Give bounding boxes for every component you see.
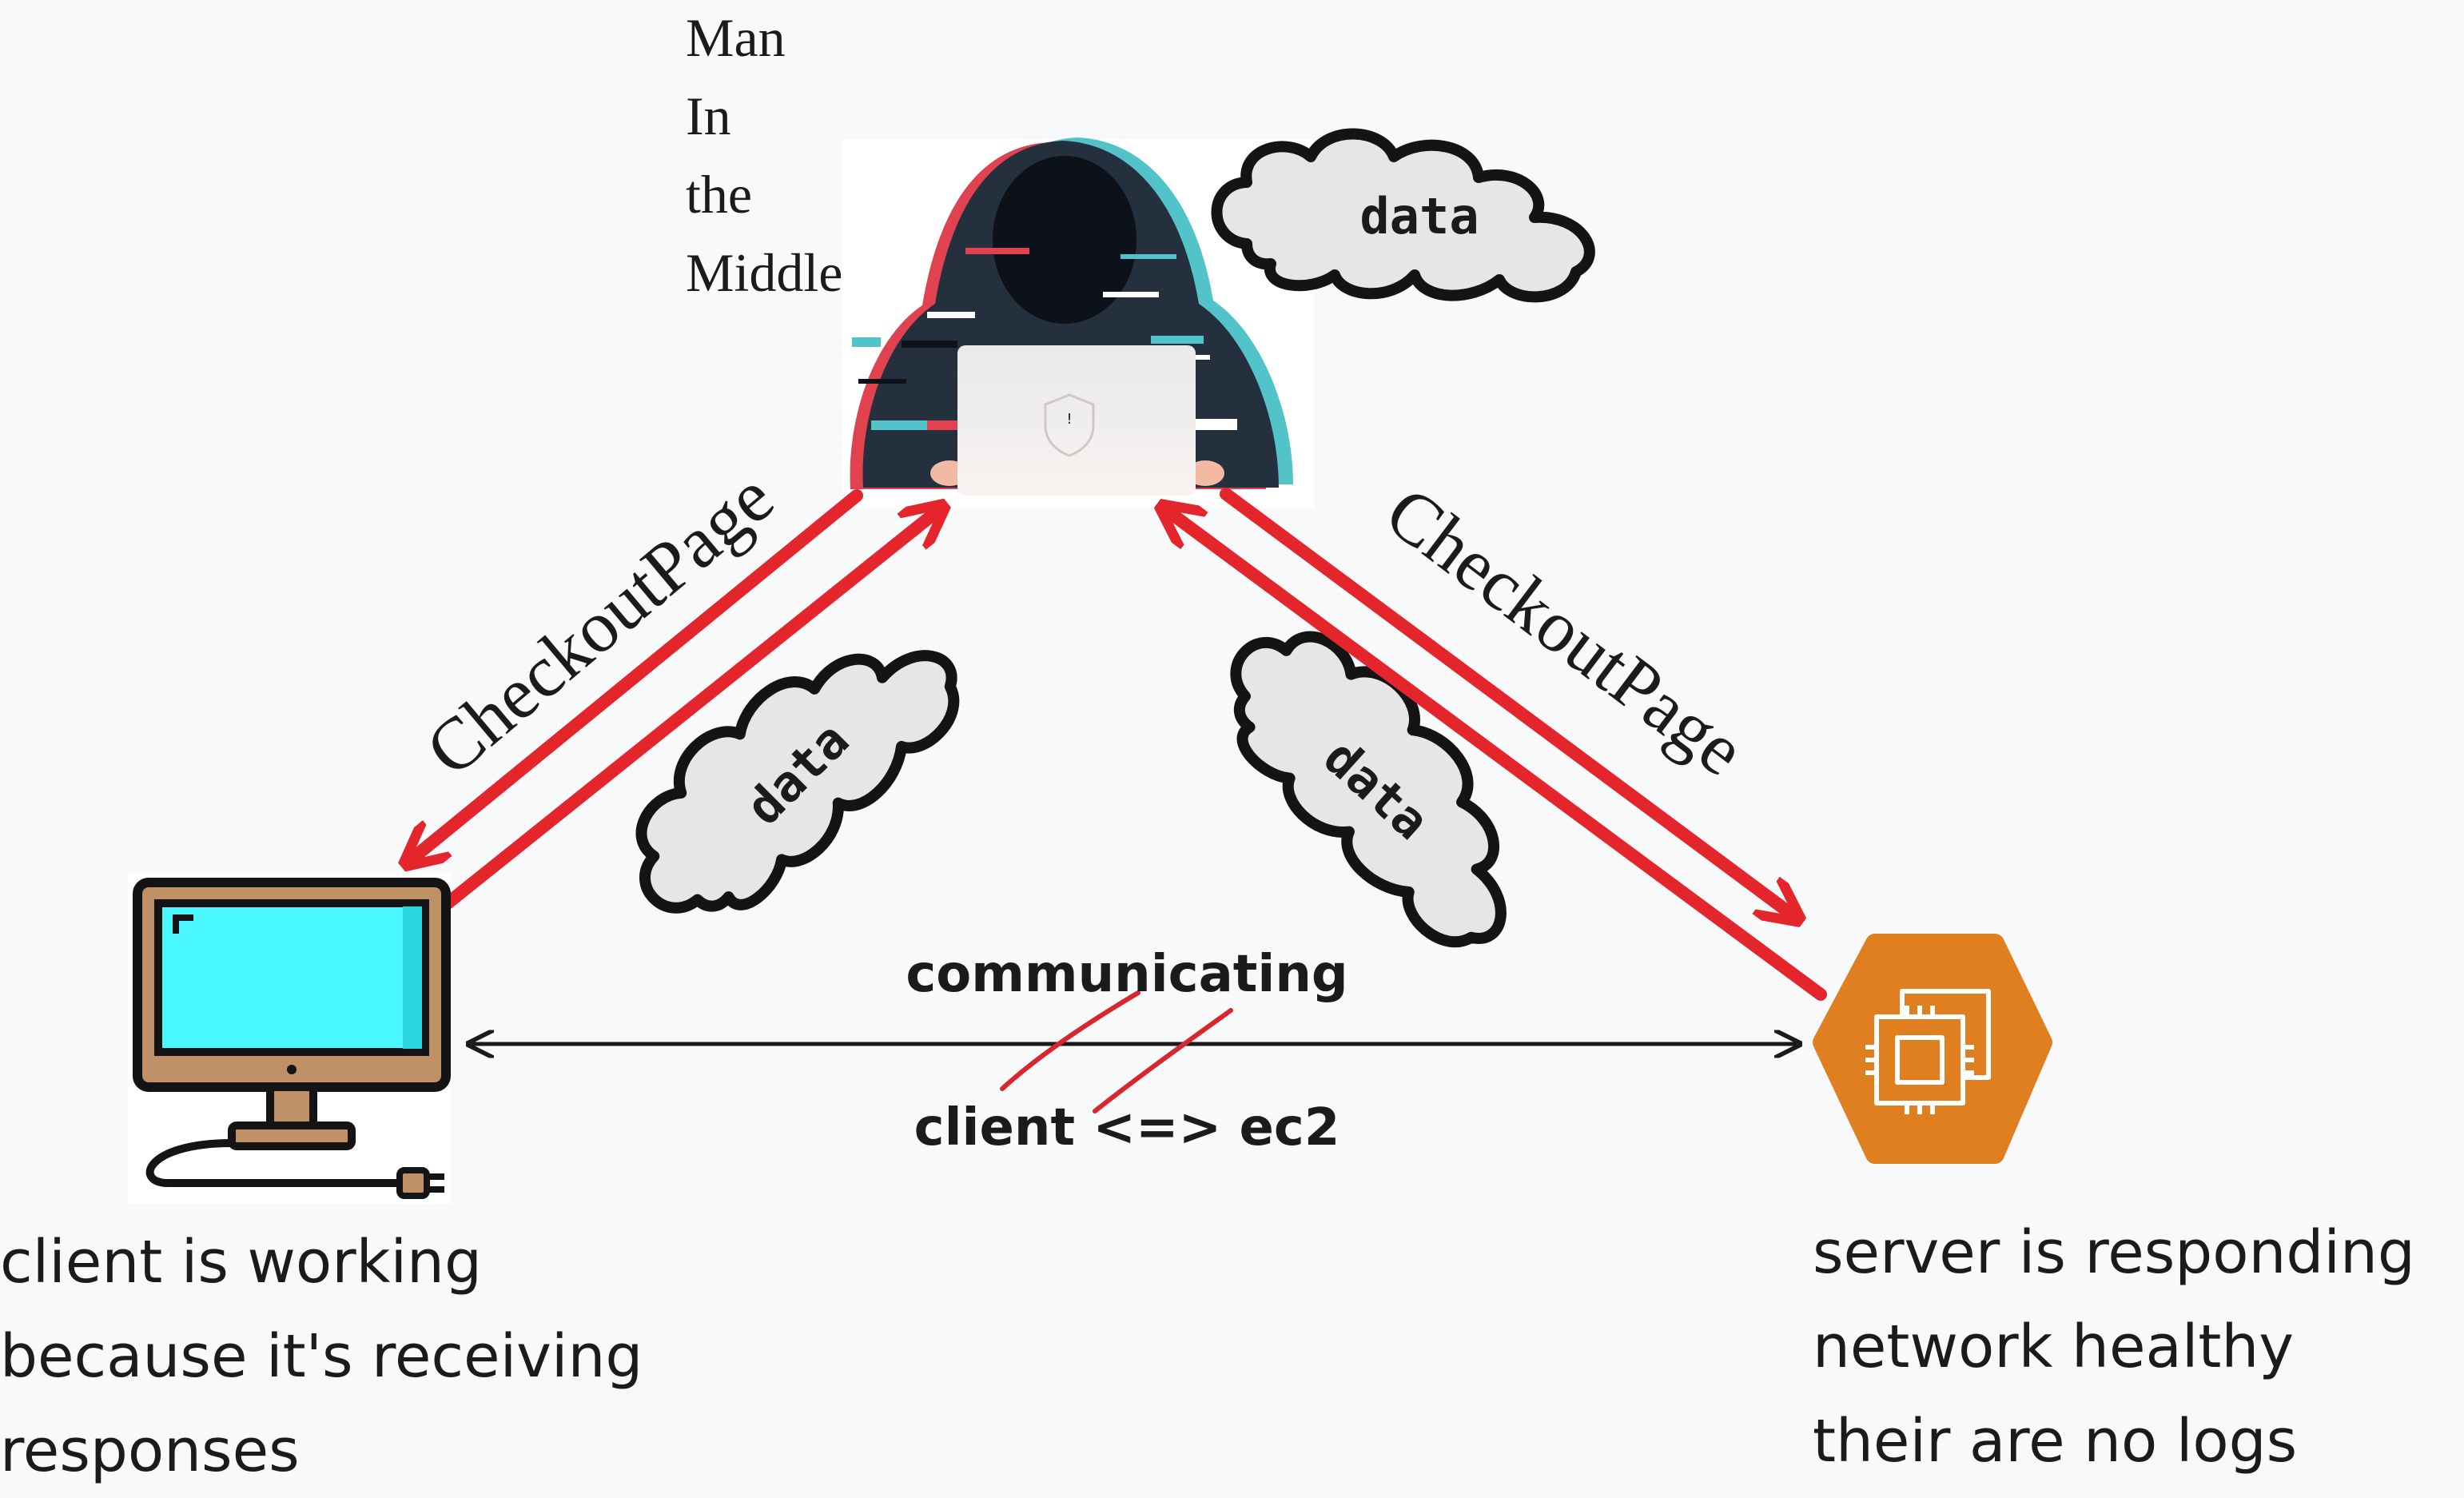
mitm-title-line-3: the (686, 164, 752, 225)
arrow-server-to-mitm (1168, 512, 1827, 1001)
client-caption-line-3: responses (0, 1416, 300, 1485)
desktop-computer-icon (128, 873, 451, 1204)
server-caption-line-3: their are no logs (1813, 1407, 2297, 1476)
cloud-right: data (1230, 631, 1507, 948)
red-arrows (412, 488, 1827, 1001)
server-caption-line-2: network healthy (1813, 1313, 2294, 1381)
center-label-bottom: client <=> ec2 (914, 1098, 1340, 1157)
client-caption: client is working because it's receiving… (0, 1228, 643, 1485)
client-caption-line-2: because it's receiving (0, 1322, 643, 1391)
client-caption-line-1: client is working (0, 1228, 482, 1297)
server-caption: server is responding network healthy the… (1813, 1218, 2415, 1476)
cloud-top-label: data (1359, 187, 1479, 245)
mitm-title: Man In the Middle (686, 7, 842, 303)
cloud-left: data (635, 650, 960, 914)
mitm-title-line-1: Man (686, 7, 786, 68)
mitm-title-line-2: In (686, 86, 731, 146)
arrow-mitm-to-server (1220, 488, 1792, 914)
ec2-instance-icon (1813, 934, 2052, 1164)
cloud-top: data (1211, 128, 1595, 303)
center-label-top: communicating (906, 945, 1347, 1004)
mitm-title-line-4: Middle (686, 242, 842, 303)
arrow-client-to-mitm (441, 512, 937, 910)
svg-text:!: ! (1066, 411, 1072, 428)
arrow-mitm-to-client (412, 489, 863, 859)
server-caption-line-1: server is responding (1813, 1218, 2415, 1287)
red-scribble (1000, 990, 1233, 1114)
